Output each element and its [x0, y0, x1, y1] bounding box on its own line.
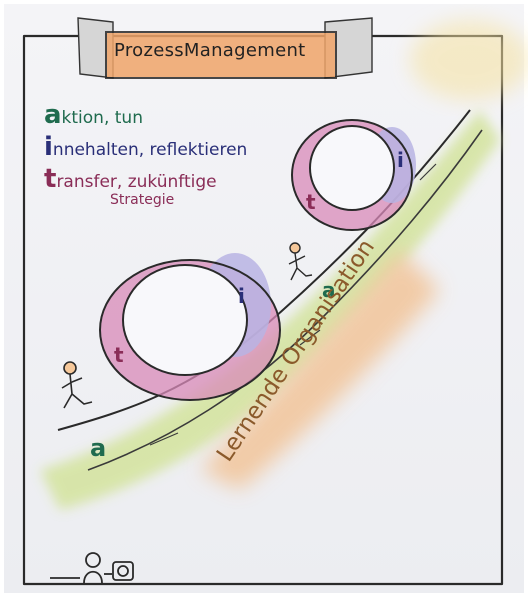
- small-loop-letter-t: t: [306, 190, 316, 214]
- orange-wash: [200, 250, 440, 490]
- slope-lower-line: [87, 129, 483, 471]
- legend-initial-a: a: [44, 100, 62, 130]
- big-loop-letter-t: t: [114, 343, 124, 367]
- legend-item-innehalten: innehalten, reflektieren: [44, 132, 247, 162]
- green-slope-wash: [40, 110, 500, 510]
- page-title: ProzessManagement: [114, 40, 306, 61]
- legend-subtext: Strategie: [110, 192, 175, 208]
- big-loop-letter-i: i: [238, 284, 245, 308]
- title-banner: [77, 17, 373, 79]
- legend-text-innehalten: nnehalten, reflektieren: [52, 140, 248, 160]
- warm-tint: [410, 20, 528, 100]
- small-loop-letter-i: i: [397, 148, 404, 172]
- artist-logo: [50, 552, 134, 584]
- walker-lower: [61, 361, 93, 409]
- walker-upper: [288, 242, 313, 281]
- legend-text-aktion: ktion, tun: [61, 108, 143, 128]
- legend-text-transfer: ransfer, zukünftige: [56, 172, 217, 192]
- big-loop: [99, 253, 281, 401]
- legend-initial-t: t: [44, 164, 57, 194]
- legend-item-aktion: aktion, tun: [44, 100, 143, 130]
- small-loop: [291, 119, 416, 231]
- slope-hatch: [149, 163, 437, 446]
- legend-initial-i: i: [44, 132, 53, 162]
- mid-slope-letter-a: a: [322, 278, 336, 302]
- legend-item-transfer: transfer, zukünftige: [44, 164, 217, 194]
- big-loop-letter-a: a: [90, 434, 107, 462]
